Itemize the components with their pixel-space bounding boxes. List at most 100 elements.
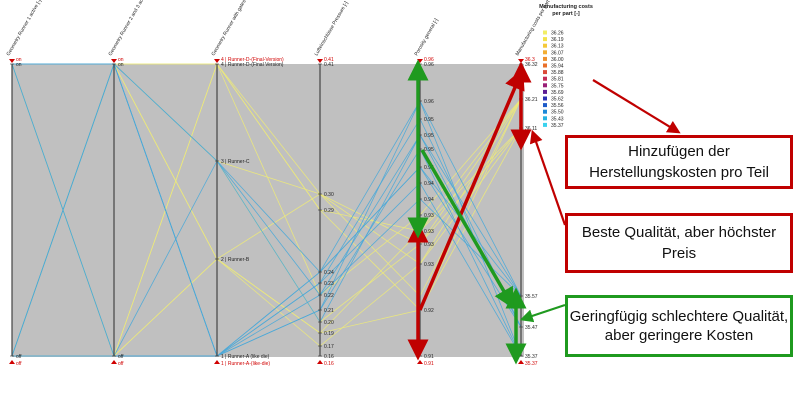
axis-top-range-label: on bbox=[16, 57, 22, 63]
tick-label: on bbox=[118, 62, 124, 68]
tick-label: 0.20 bbox=[324, 320, 334, 326]
tick-label: on bbox=[16, 62, 22, 68]
legend-label: 36.00 bbox=[551, 57, 564, 63]
tick-label: 4 | Runner-D-(Final Version) bbox=[221, 62, 284, 68]
legend-swatch bbox=[543, 63, 547, 68]
legend-swatch bbox=[543, 30, 547, 35]
tick-label: off bbox=[118, 354, 124, 360]
callout-add-costs-text: Hinzufügen der Herstellungskosten pro Te… bbox=[589, 143, 769, 181]
tick-label: 0.95 bbox=[424, 133, 434, 139]
tick-label: 0.21 bbox=[324, 308, 334, 314]
axis-bottom-range-label: 0.91 bbox=[424, 361, 434, 367]
axis-bottom-handle[interactable] bbox=[417, 360, 423, 364]
legend-label: 35.56 bbox=[551, 103, 564, 109]
axis-top-handle[interactable] bbox=[214, 59, 220, 63]
tick-label: 0.23 bbox=[324, 281, 334, 287]
tick-label: 35.57 bbox=[525, 294, 538, 300]
axis-bottom-range-label: off bbox=[118, 361, 124, 367]
legend-label: 35.37 bbox=[551, 123, 564, 129]
axis-top-range-label: 0.96 bbox=[424, 57, 434, 63]
tick-label: 0.92 bbox=[424, 308, 434, 314]
legend-swatch bbox=[543, 56, 547, 61]
tick-label: 0.95 bbox=[424, 147, 434, 153]
legend-swatch bbox=[543, 109, 547, 114]
axis-bottom-handle[interactable] bbox=[9, 360, 15, 364]
polylines-layer bbox=[11, 62, 522, 358]
legend-label: 35.81 bbox=[551, 77, 564, 83]
axis-bottom-range-label: off bbox=[16, 361, 22, 367]
legend-label: 36.19 bbox=[551, 37, 564, 43]
axis-top-range-label: 36.3 bbox=[525, 57, 535, 63]
tick-label: 0.24 bbox=[324, 270, 334, 276]
axis-top-handle[interactable] bbox=[317, 59, 323, 63]
callout-slightly-worse-text: Geringfügig schlechtere Qualität, aber g… bbox=[569, 308, 789, 344]
tick-label: 36.32 bbox=[525, 62, 538, 68]
legend-swatch bbox=[543, 103, 547, 108]
legend-swatch bbox=[543, 76, 547, 81]
legend-label: 35.75 bbox=[551, 83, 564, 89]
tick-label: 36.21 bbox=[525, 97, 538, 103]
tick-label: 0.94 bbox=[424, 165, 434, 171]
axis-bottom-handle[interactable] bbox=[214, 360, 220, 364]
legend-swatch bbox=[543, 37, 547, 42]
legend-label: 35.69 bbox=[551, 90, 564, 96]
tick-label: 0.22 bbox=[324, 293, 334, 299]
tick-label: 0.29 bbox=[324, 208, 334, 214]
legend-label: 35.62 bbox=[551, 97, 564, 103]
legend-label: 36.26 bbox=[551, 31, 564, 37]
axis-top-handle[interactable] bbox=[111, 59, 117, 63]
tick-label: 2 | Runner-B bbox=[221, 257, 250, 263]
legend-swatch bbox=[543, 43, 547, 48]
tick-label: 0.96 bbox=[424, 62, 434, 68]
axis-bottom-handle[interactable] bbox=[111, 360, 117, 364]
axis-title: Porosity general [-] bbox=[414, 17, 440, 57]
tick-label: 0.93 bbox=[424, 213, 434, 219]
tick-label: 0.30 bbox=[324, 192, 334, 198]
callout-add-costs: Hinzufügen der Herstellungskosten pro Te… bbox=[565, 135, 793, 189]
tick-label: off bbox=[16, 354, 22, 360]
arrow-red-callout-2 bbox=[529, 129, 567, 226]
axis-bottom-handle[interactable] bbox=[317, 360, 323, 364]
data-line-blue bbox=[11, 62, 522, 357]
data-line-blue bbox=[12, 134, 522, 357]
callout-best-quality-text: Beste Qualität, aber höchster Preis bbox=[581, 224, 777, 262]
legend-label: 35.50 bbox=[551, 110, 564, 116]
legend-swatch bbox=[543, 70, 547, 75]
annotation-arrows bbox=[407, 59, 681, 365]
arrow-green-diagonal bbox=[420, 149, 515, 310]
callout-slightly-worse: Geringfügig schlechtere Qualität, aber g… bbox=[565, 295, 793, 357]
tick-label: 35.37 bbox=[525, 354, 538, 360]
legend-label: 36.07 bbox=[551, 50, 564, 56]
legend-swatch bbox=[543, 83, 547, 88]
axis-bottom-range-label: 35.37 bbox=[525, 361, 538, 367]
axis-title: Geometry Runner with gates (Runner-A, B,… bbox=[211, 0, 284, 57]
tick-label: 0.94 bbox=[424, 197, 434, 203]
axis-top-handle[interactable] bbox=[9, 59, 15, 63]
tick-label: 36.11 bbox=[525, 126, 537, 132]
axis-bottom-handle[interactable] bbox=[518, 360, 524, 364]
legend-label: 35.88 bbox=[551, 70, 564, 76]
tick-label: 0.16 bbox=[324, 354, 334, 360]
axis-bottom-range-label: 0.16 bbox=[324, 361, 334, 367]
callout-best-quality: Beste Qualität, aber höchster Preis bbox=[565, 213, 793, 273]
tick-label: 1 | Runner-A (like die) bbox=[221, 354, 270, 360]
axis-bottom-range-label: 1 | Runner-A-(like-die) bbox=[221, 361, 270, 367]
arrow-red-diagonal bbox=[418, 68, 525, 311]
tick-label: 0.94 bbox=[424, 181, 434, 187]
tick-label: 0.19 bbox=[324, 331, 334, 337]
legend-swatch bbox=[543, 89, 547, 94]
axis-title: Lufteinschlüsse Pressure [-] bbox=[314, 0, 350, 57]
legend-label: 35.43 bbox=[551, 116, 564, 122]
axis-top-range-label: 0.41 bbox=[324, 57, 334, 63]
data-line-blue bbox=[11, 63, 522, 357]
tick-label: 0.96 bbox=[424, 99, 434, 105]
axis-top-range-label: on bbox=[118, 57, 124, 63]
axis-title: Geometry Runner 2 and 3 active [-] bbox=[108, 0, 153, 57]
arrow-green-callout bbox=[519, 303, 566, 323]
axis-top-handle[interactable] bbox=[518, 59, 524, 63]
axis-title: Geometry Runner 1 active [-] bbox=[6, 0, 44, 57]
axis-top-handle[interactable] bbox=[417, 59, 423, 63]
